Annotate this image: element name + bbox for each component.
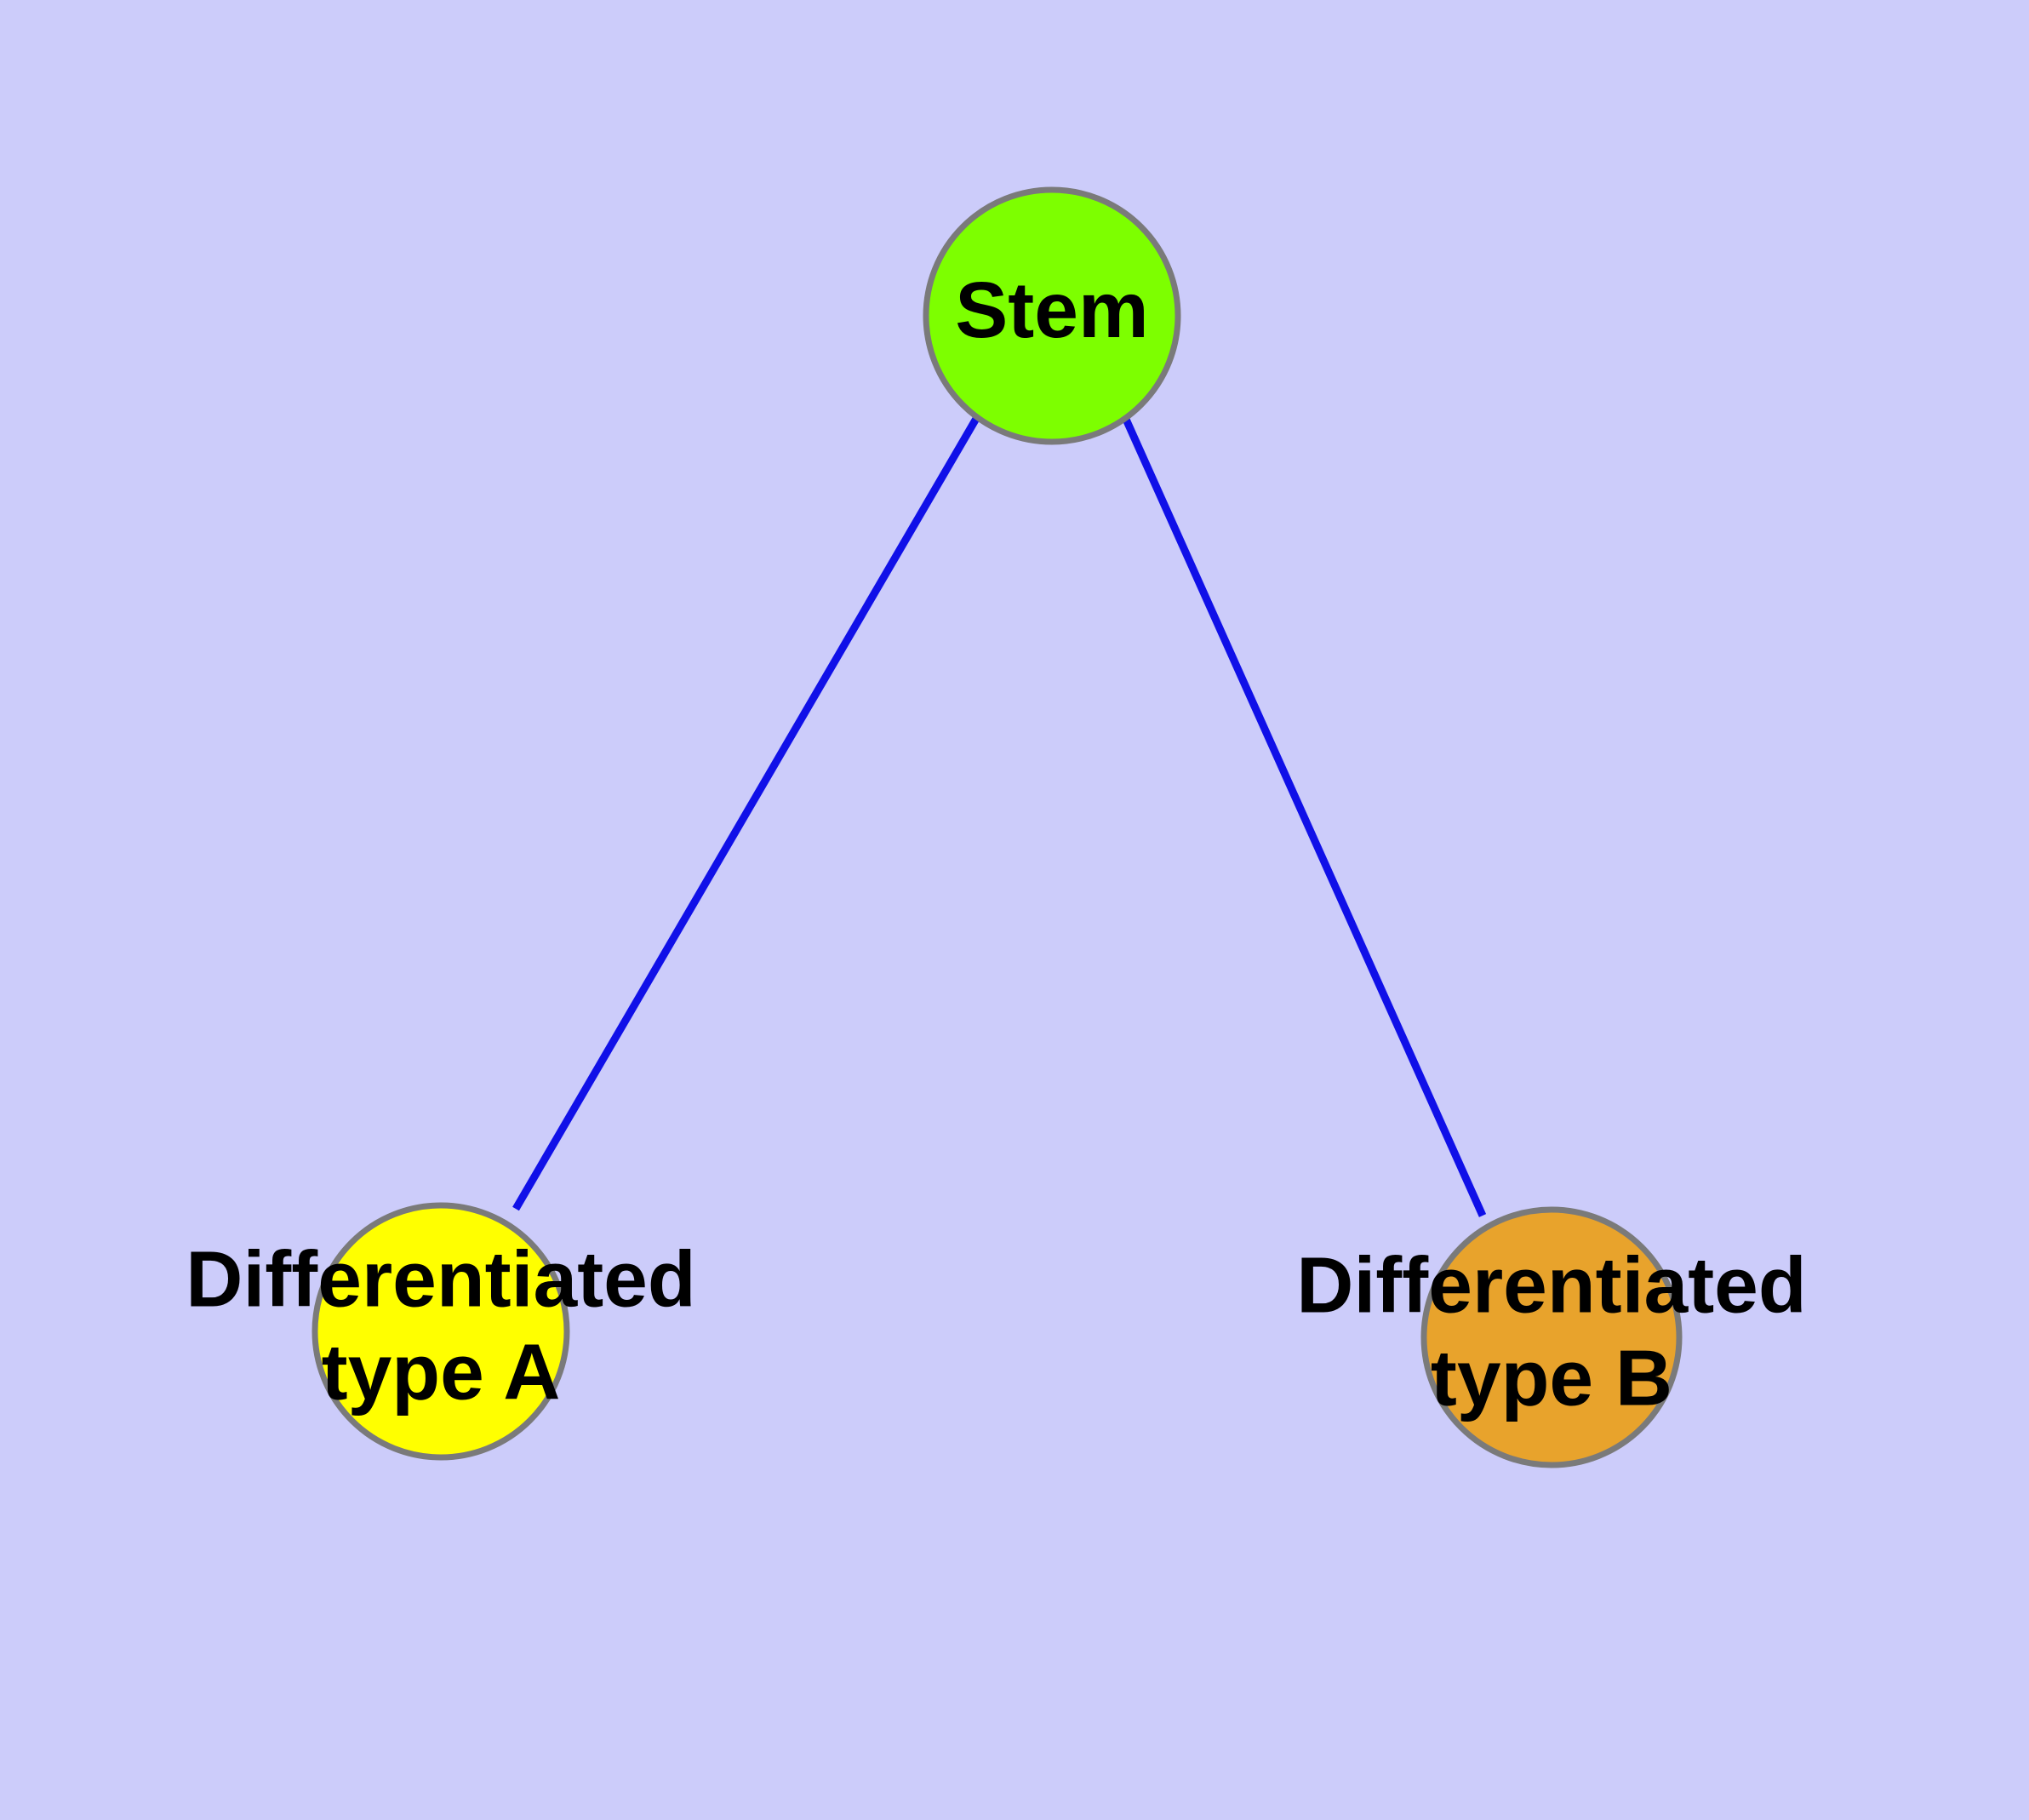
label-line: Differentiated: [1296, 1240, 1806, 1329]
edge-group: [512, 414, 1487, 1217]
edge-stem-to-diff-b[interactable]: [1120, 414, 1487, 1217]
label-line: Stem: [955, 266, 1148, 354]
node-diff-a-circle[interactable]: [311, 1202, 570, 1461]
node-group: [311, 186, 1683, 1468]
node-stem-circle[interactable]: [923, 186, 1181, 445]
node-stem-label: Stem: [955, 266, 1148, 354]
label-line: type A: [322, 1327, 561, 1416]
edge-stem-to-diff-a[interactable]: [512, 415, 980, 1211]
node-diff-b-circle[interactable]: [1420, 1206, 1683, 1468]
label-line: Differentiated: [186, 1234, 695, 1323]
label-line: type B: [1431, 1333, 1672, 1422]
